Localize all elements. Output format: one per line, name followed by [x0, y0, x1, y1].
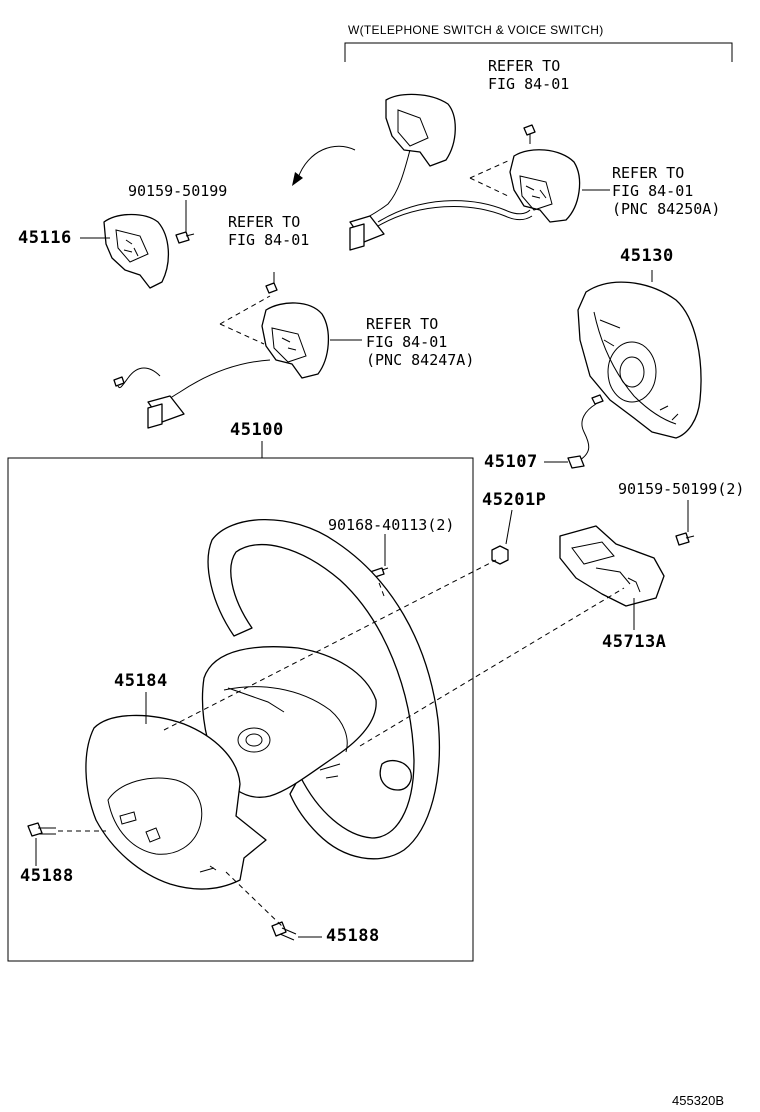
part-45100: 45100	[230, 420, 284, 440]
ref-top-line1: REFER TO	[488, 57, 561, 75]
ref-right-line3: (PNC 84250A)	[612, 200, 721, 218]
part-45188-left: 45188	[20, 866, 74, 886]
leader-45201P	[505, 509, 513, 545]
connector-45107	[567, 394, 604, 469]
header-bracket	[344, 42, 733, 62]
screw-45188-right	[271, 921, 297, 941]
airbag-45130	[577, 281, 702, 439]
ref-left-line3: (PNC 84247A)	[366, 351, 475, 369]
ref-top-line2: FIG 84-01	[488, 75, 570, 93]
part-90159-50199-2: 90159-50199(2)	[618, 480, 745, 498]
switch-left	[113, 302, 330, 429]
switch-top	[349, 93, 456, 251]
part-90168-40113-2: 90168-40113(2)	[328, 516, 455, 534]
ref-left-upper-line1: REFER TO	[228, 213, 301, 231]
cover-45116	[103, 213, 170, 289]
bolt-top	[523, 124, 536, 144]
part-90159-50199: 90159-50199	[128, 182, 228, 200]
part-45107: 45107	[484, 452, 538, 472]
cover-45184	[85, 714, 267, 890]
assembly-box	[7, 457, 474, 962]
dash-lower-screw	[225, 871, 285, 929]
header-note: W(TELEPHONE SWITCH & VOICE SWITCH)	[348, 23, 604, 37]
dash-nut	[163, 559, 497, 731]
part-45201P: 45201P	[482, 490, 547, 510]
switch-right	[377, 149, 581, 227]
rotation-arrow	[297, 145, 356, 179]
dash-bolt	[377, 579, 385, 597]
ref-left-upper-line2: FIG 84-01	[228, 231, 310, 249]
part-45184: 45184	[114, 671, 168, 691]
damper-45713A	[559, 525, 665, 607]
dash-top-switch	[469, 159, 511, 197]
part-45713A: 45713A	[602, 632, 667, 652]
ref-right-line1: REFER TO	[612, 164, 685, 182]
ref-right-line2: FIG 84-01	[612, 182, 694, 200]
ref-left-line1: REFER TO	[366, 315, 439, 333]
ref-left-line2: FIG 84-01	[366, 333, 448, 351]
bolt-90159-right	[675, 532, 695, 546]
nut-45201P	[491, 545, 509, 565]
figure-id: 455320B	[672, 1093, 725, 1108]
dash-damper	[359, 587, 625, 747]
screw-45188-left	[27, 822, 56, 837]
part-45188-right: 45188	[326, 926, 380, 946]
steering-wheel-45100	[201, 519, 441, 860]
rotation-arrowhead	[292, 172, 303, 186]
part-45130: 45130	[620, 246, 674, 266]
bolt-left-upper	[265, 272, 278, 294]
dash-left-switch	[219, 295, 271, 345]
bolt-90159-left	[175, 231, 195, 244]
part-45116: 45116	[18, 228, 72, 248]
